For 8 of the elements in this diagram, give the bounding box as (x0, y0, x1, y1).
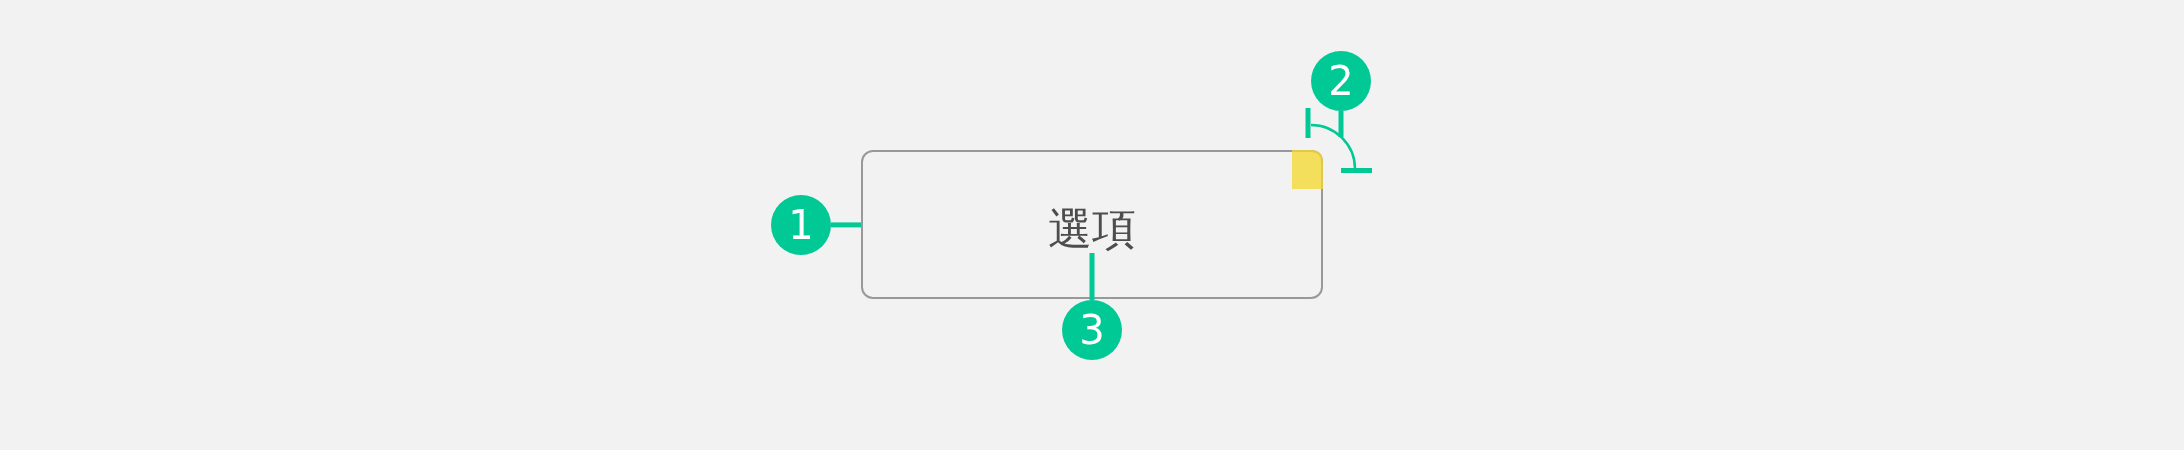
callout-number: 3 (1062, 300, 1122, 360)
rounded-container (861, 150, 1323, 299)
callout-number: 1 (771, 195, 831, 255)
leader-line (831, 222, 861, 228)
leader-line (1089, 253, 1095, 300)
callout-number: 2 (1311, 51, 1371, 111)
label-text: 選項 (1048, 205, 1136, 253)
leader-line (1338, 111, 1344, 137)
